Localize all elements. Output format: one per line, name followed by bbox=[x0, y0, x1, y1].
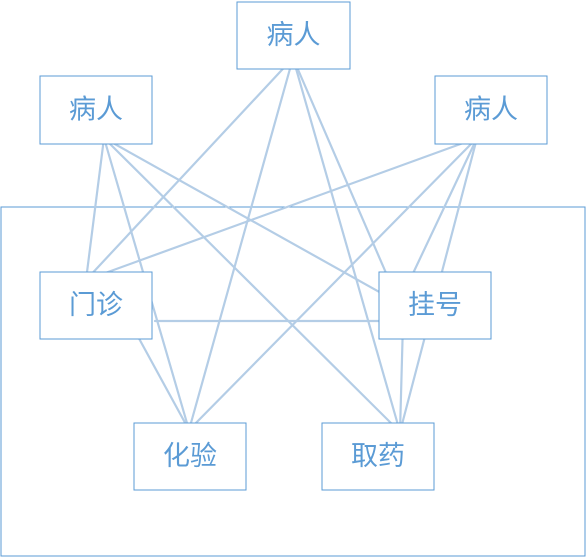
patient-top-node[interactable]: 病人 bbox=[236, 1, 351, 70]
edge-outpatient-to-lab-test bbox=[128, 320, 191, 432]
edge-patient-right-to-lab-test bbox=[187, 136, 479, 432]
outpatient-node[interactable]: 门诊 bbox=[39, 271, 153, 340]
pharmacy-node[interactable]: 取药 bbox=[321, 422, 435, 491]
patient-left-label: 病人 bbox=[69, 95, 123, 126]
edge-patient-top-to-registration bbox=[291, 56, 401, 305]
registration-label: 挂号 bbox=[408, 290, 462, 321]
edge-registration-to-pharmacy bbox=[398, 320, 405, 434]
edge-patient-left-to-outpatient bbox=[84, 136, 106, 282]
outpatient-label: 门诊 bbox=[69, 290, 123, 321]
edge-patient-top-to-outpatient bbox=[84, 56, 295, 282]
edge-patient-right-to-outpatient bbox=[84, 136, 479, 282]
patient-top-label: 病人 bbox=[267, 20, 321, 51]
edge-patient-top-to-lab-test bbox=[187, 56, 295, 432]
pharmacy-label: 取药 bbox=[351, 441, 405, 472]
lab-test-label: 化验 bbox=[163, 441, 217, 472]
edge-patient-left-to-pharmacy bbox=[102, 136, 402, 434]
edge-patient-top-to-pharmacy bbox=[291, 56, 402, 434]
diagram-nodes: 病人 病人 病人 门诊 挂号 化验 取药 bbox=[39, 1, 548, 491]
lab-test-node[interactable]: 化验 bbox=[133, 422, 247, 491]
patient-right-node[interactable]: 病人 bbox=[434, 75, 548, 145]
registration-node[interactable]: 挂号 bbox=[378, 271, 492, 340]
patient-right-label: 病人 bbox=[464, 95, 518, 126]
patient-left-node[interactable]: 病人 bbox=[39, 75, 153, 145]
hospital-area-frame bbox=[0, 206, 586, 557]
